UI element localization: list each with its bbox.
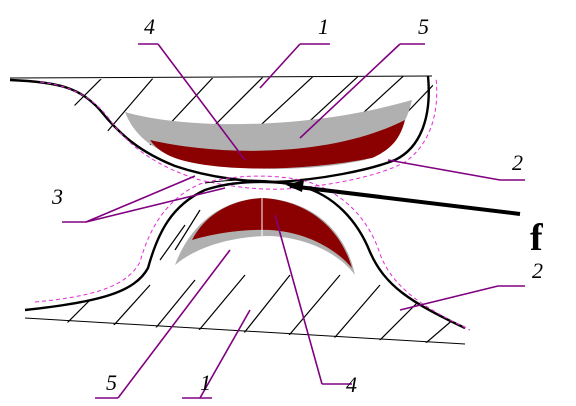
lower-dark-layer-4 — [192, 198, 352, 268]
label-right-2-lower: 2 — [532, 258, 543, 283]
force-arrow-head — [286, 180, 304, 192]
lower-body-boundary — [24, 180, 466, 330]
label-bottom-5: 5 — [106, 370, 117, 395]
lower-dashed-contour — [34, 175, 471, 331]
label-bottom-4: 4 — [346, 372, 357, 397]
label-right-2-upper: 2 — [512, 150, 523, 175]
upper-dark-layer-4 — [150, 120, 405, 169]
label-force-f: f — [530, 217, 544, 259]
label-top-5: 5 — [418, 14, 429, 39]
gap-contour — [204, 179, 301, 185]
label-top-1: 1 — [318, 14, 329, 39]
lower-layers — [175, 198, 355, 275]
upper-body-boundary — [9, 75, 430, 184]
leader-lines — [62, 43, 525, 399]
upper-body-top-edge — [9, 75, 433, 79]
upper-layers — [125, 100, 412, 169]
upper-dashed-contour — [39, 77, 438, 190]
label-left-3: 3 — [51, 184, 63, 209]
label-bottom-1: 1 — [200, 370, 211, 395]
force-arrow-shaft — [289, 184, 521, 216]
label-top-4: 4 — [144, 14, 155, 39]
